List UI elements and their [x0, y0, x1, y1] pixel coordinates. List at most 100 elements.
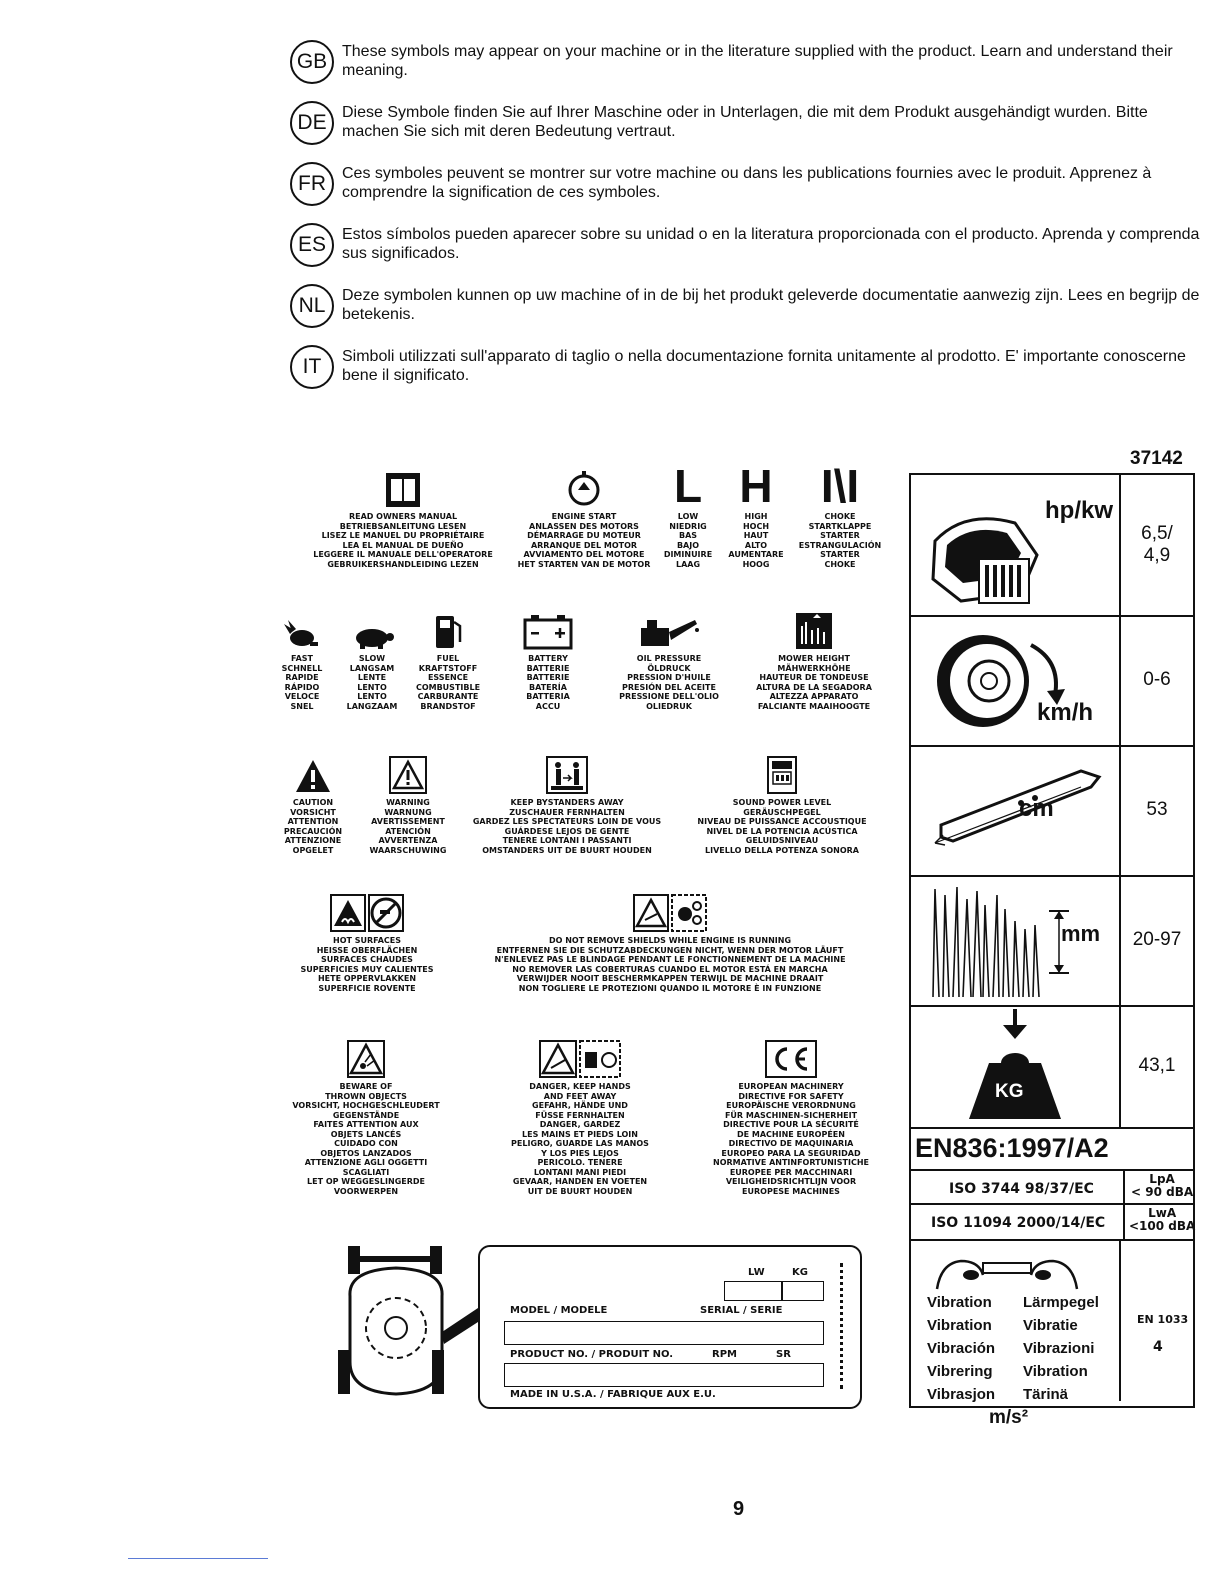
symbol-label: GERÄUSCHPEGEL [743, 807, 821, 817]
symbol-label: DANGER, GARDEZ [539, 1120, 621, 1129]
vibration-word: Vibrasjon [927, 1386, 996, 1403]
vibration-hands-icon [935, 1259, 1079, 1290]
book-icon [386, 473, 420, 507]
symbol-label: LENTO [357, 682, 387, 692]
symbol-label: DIRECTIVE POUR LA SÉCURITÉ [723, 1120, 859, 1129]
symbol-label: PELIGRO, GUARDE LAS MANOS [511, 1139, 649, 1148]
symbol-label: RÁPIDO [284, 682, 320, 692]
symbol-label: ANLASSEN DES MOTORS [529, 521, 639, 531]
symbol-label: LAAG [675, 559, 701, 569]
symbol-label: VOORWERPEN [333, 1186, 399, 1196]
symbol-label: GEGENSTÄNDE [332, 1110, 400, 1120]
symbol-label: CHOKE [824, 512, 856, 521]
vibration-value: 4 [1153, 1339, 1163, 1355]
symbol-label: VERWIJDER NOOIT BESCHERMKAPPEN TERWIJL D… [516, 974, 824, 983]
symbol-label: LIVELLO DELLA POTENZA SONORA [705, 845, 859, 855]
symbol-label: ESTRANGULACIÓN [798, 540, 882, 550]
fuel-pump-icon [436, 616, 462, 648]
document-code: 37142 [1130, 448, 1183, 469]
plate-made: MADE IN U.S.A. / FABRIQUE AUX E.U. [510, 1389, 716, 1400]
spec-pic-weight: KG [911, 1005, 1121, 1127]
symbol-label: ALTO [744, 540, 768, 550]
symbol-label: BATTERIE [526, 663, 570, 673]
symbol-label: OLIEDRUK [646, 701, 692, 711]
symbol-label: AUMENTARE [728, 550, 784, 559]
symbol-label: OMSTANDERS UIT DE BUURT HOUDEN [482, 845, 652, 855]
symbol-label: SOUND POWER LEVEL [732, 798, 832, 807]
symbol-label: SNEL [290, 701, 314, 711]
symbol-label: LISEZ LE MANUEL DU PROPRIÉTAIRE [321, 531, 485, 540]
symbol-label: EUROPEE PER MACCHINARI [729, 1167, 853, 1177]
lang-badge: ES [290, 223, 334, 267]
cut-unit: cm [1019, 795, 1054, 822]
speed-unit: km/h [1037, 699, 1094, 726]
oil-can-icon [641, 620, 699, 646]
iso-line-1: ISO 3744 98/37/EC [949, 1181, 1094, 1197]
plate-kg-box [782, 1281, 824, 1301]
symbol-label: LEGGERE IL MANUALE DELL'OPERATORE [313, 550, 493, 559]
symbol-label: ÖLDRUCK [647, 663, 691, 673]
intro-text: Diese Symbole finden Sie auf Ihrer Masch… [342, 104, 1148, 140]
symbol-label: BATTERIA [526, 692, 570, 701]
spec-row-weight: KG 43,1 [911, 1005, 1193, 1129]
symbol-label: HAUT [743, 531, 769, 540]
symbol-label: UIT DE BUURT HOUDEN [527, 1186, 633, 1196]
spec-row-power: hp/kw 6,5/ 4,9 [911, 475, 1193, 617]
symbol-label: LEA EL MANUAL DE DUEÑO [342, 540, 464, 550]
symbol-label: SCAGLIATI [342, 1167, 390, 1177]
symbol-label: LOW [677, 512, 699, 521]
symbol-label: ATTENZIONE [284, 836, 342, 845]
symbol-label: STARTER [820, 531, 860, 540]
symbol-label: HET STARTEN VAN DE MOTOR [517, 559, 651, 569]
symbol-label: AVVERTENZA [378, 836, 438, 845]
symbol-label: KEEP BYSTANDERS AWAY [510, 798, 624, 807]
symbol-label: ESSENCE [427, 673, 469, 682]
spec-pic-power: hp/kw [911, 475, 1121, 615]
symbol-label: ATTENTION [287, 817, 339, 826]
caution-icon [296, 760, 330, 792]
footnote-separator [128, 1558, 268, 1559]
symbol-label: FÜSSE FERNHALTEN [535, 1110, 625, 1120]
intro-text: Estos símbolos pueden aparecer sobre su … [342, 226, 1200, 262]
blade-icon [934, 769, 1102, 846]
power-value: 6,5/ 4,9 [1141, 523, 1173, 566]
symbol-label: CUIDADO CON [334, 1139, 398, 1148]
symbol-label: CHOKE [824, 559, 856, 569]
hot-surface-icon [330, 894, 404, 932]
symbol-label: WARNING [386, 798, 430, 807]
symbol-label: CARBURANTE [417, 692, 479, 701]
symbol-label: SCHNELL [281, 663, 323, 673]
plate-sr: SR [776, 1349, 791, 1360]
plate-side-text [840, 1263, 851, 1389]
symbol-label: WAARSCHUWING [369, 845, 447, 855]
symbol-label: HEISSE OBERFLÄCHEN [316, 945, 418, 955]
vibration-word: Vibration [927, 1317, 992, 1334]
symbol-label: DÉMARRAGE DU MOTEUR [527, 531, 641, 540]
vibration-word: Vibrering [927, 1363, 993, 1380]
symbol-label: MÄHWERKHÖHE [777, 663, 851, 673]
symbol-label: GEVAAR, HANDEN EN VOETEN [512, 1177, 648, 1186]
spec-pic-height: mm [911, 875, 1121, 1005]
vibration-word: Vibrazioni [1023, 1340, 1095, 1357]
symbol-label: GEBRUIKERSHANDLEIDING LEZEN [327, 559, 479, 569]
symbol-label: DE MACHINE EUROPÉEN [737, 1129, 845, 1139]
symbol-label: SUPERFICIES MUY CALIENTES [300, 964, 434, 974]
symbol-label: HOCH [742, 521, 770, 531]
plate-lw: LW [748, 1267, 765, 1278]
shields-icon [633, 894, 707, 932]
choke-letter: I\I [820, 460, 860, 512]
symbol-label: FÜR MASCHINEN-SICHERHEIT [724, 1110, 858, 1120]
speed-value: 0-6 [1143, 669, 1171, 690]
plate-kg: KG [792, 1267, 808, 1278]
spec-row-standards: EN836:1997/A2 ISO 3744 98/37/EC LpA < 90… [911, 1127, 1195, 1428]
vibration-word: Lärmpegel [1023, 1294, 1099, 1311]
vibration-standard: EN 1033 [1137, 1313, 1189, 1326]
plate-product-box [504, 1363, 824, 1387]
warning-icon [389, 756, 427, 794]
